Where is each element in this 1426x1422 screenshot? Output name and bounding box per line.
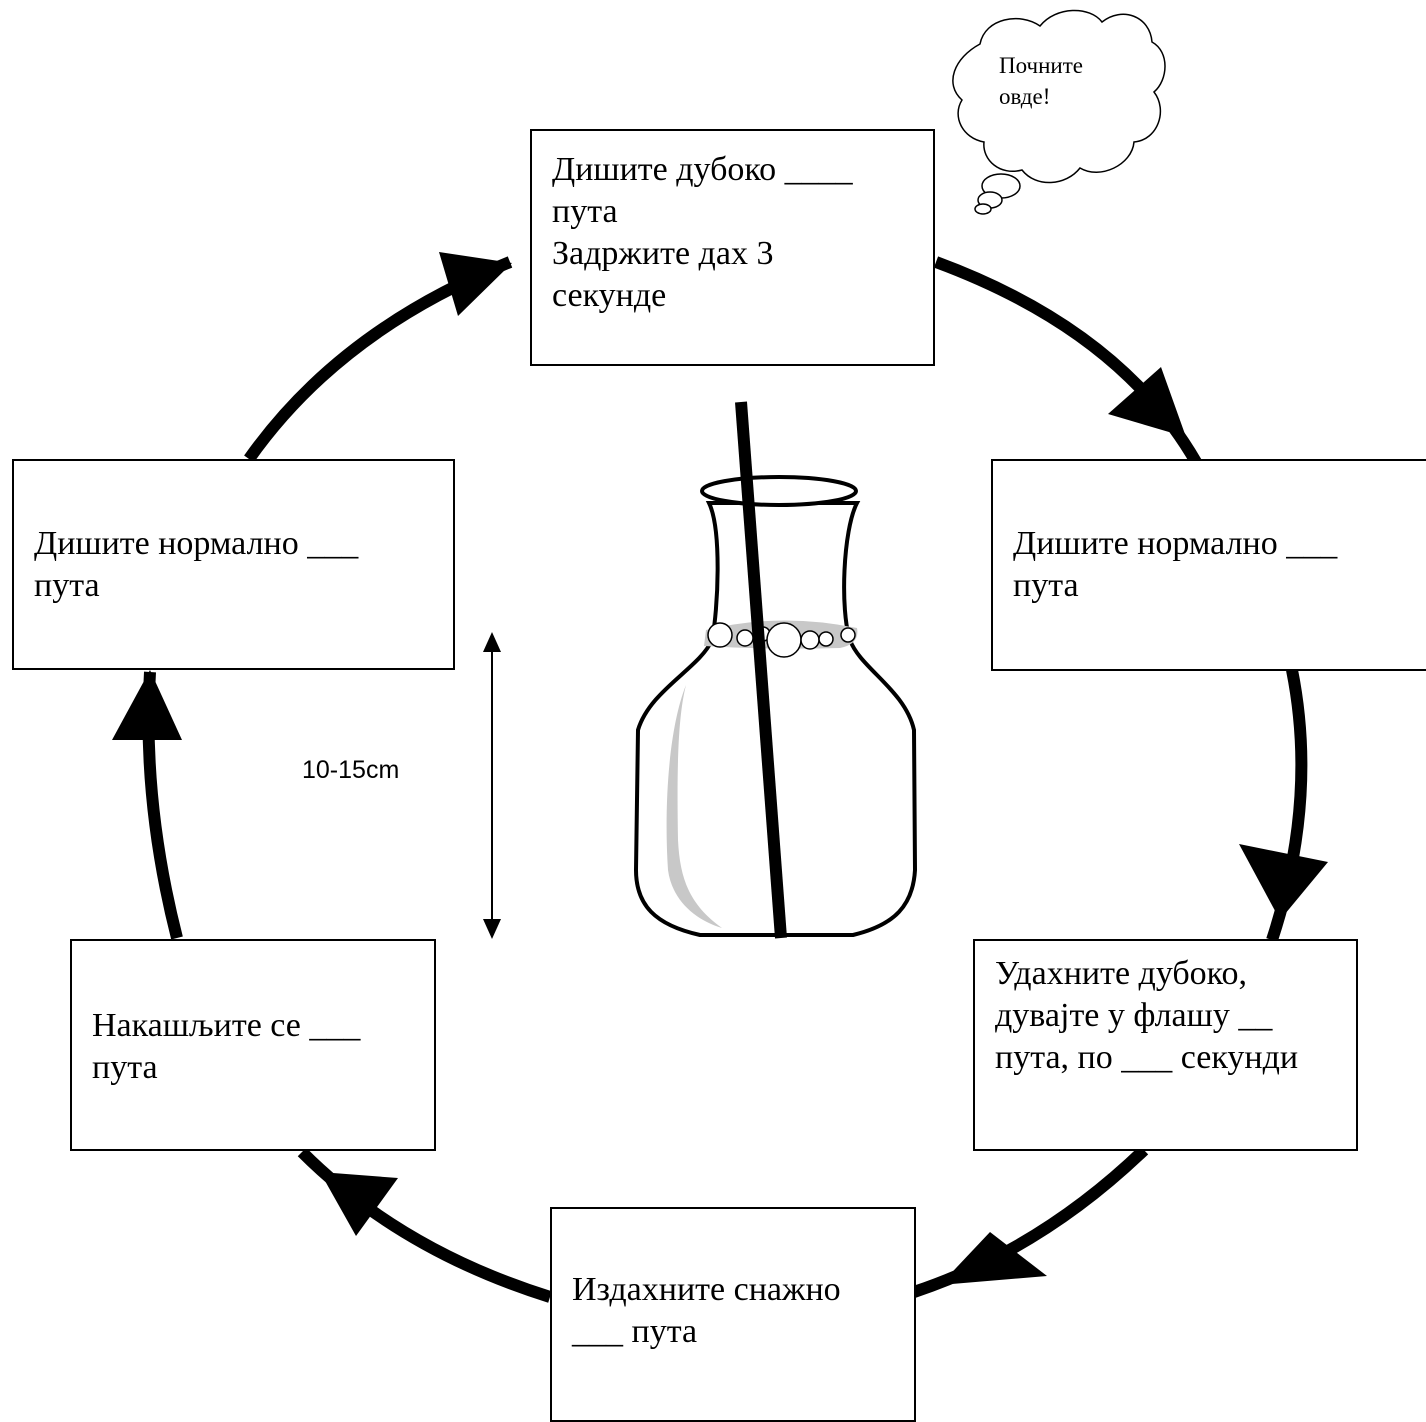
cycle-arc-top-right <box>933 256 1202 465</box>
arrowhead-bottom-left <box>320 1172 398 1236</box>
arrowhead-left <box>112 670 182 740</box>
step-box-exhale-strongly: Издахните снажно ___ пута <box>550 1207 916 1422</box>
step-box-cough: Накашљите се ___ пута <box>70 939 436 1151</box>
water-shadow <box>666 685 722 928</box>
arrowhead-top-left <box>439 252 512 316</box>
step-text-blow-into-bottle: Удахните дубоко, дувајте у флашу __ пута… <box>995 955 1299 1076</box>
bottle-illustration <box>633 401 918 939</box>
start-here-text: Почните овде! <box>999 53 1083 109</box>
arrowhead-right <box>1239 844 1328 920</box>
step-text-cough: Накашљите се ___ пута <box>92 1007 361 1086</box>
measure-label: 10-15cm <box>302 756 400 784</box>
step-text-normal-breath-left: Дишите нормално ___ пута <box>34 525 359 604</box>
bottle-rim <box>700 475 858 507</box>
step-box-deep-breath: Дишите дубоко ____ пута Задржите дах 3 с… <box>530 129 935 366</box>
step-text-exhale-strongly: Издахните снажно ___ пута <box>572 1271 841 1350</box>
arrowhead-bottom-right <box>940 1232 1047 1285</box>
step-text-normal-breath-right: Дишите нормално ___ пута <box>1013 525 1338 604</box>
start-thought-cloud <box>952 9 1166 215</box>
step-box-normal-breath-left: Дишите нормално ___ пута <box>12 459 455 670</box>
step-box-normal-breath-right: Дишите нормално ___ пута <box>991 459 1426 671</box>
straw <box>735 401 787 939</box>
step-text-deep-breath: Дишите дубоко ____ пута Задржите дах 3 с… <box>552 151 853 314</box>
step-box-blow-into-bottle: Удахните дубоко, дувајте у флашу __ пута… <box>973 939 1358 1151</box>
measure-arrow <box>483 632 501 939</box>
arrowhead-top-right <box>1108 367 1186 437</box>
